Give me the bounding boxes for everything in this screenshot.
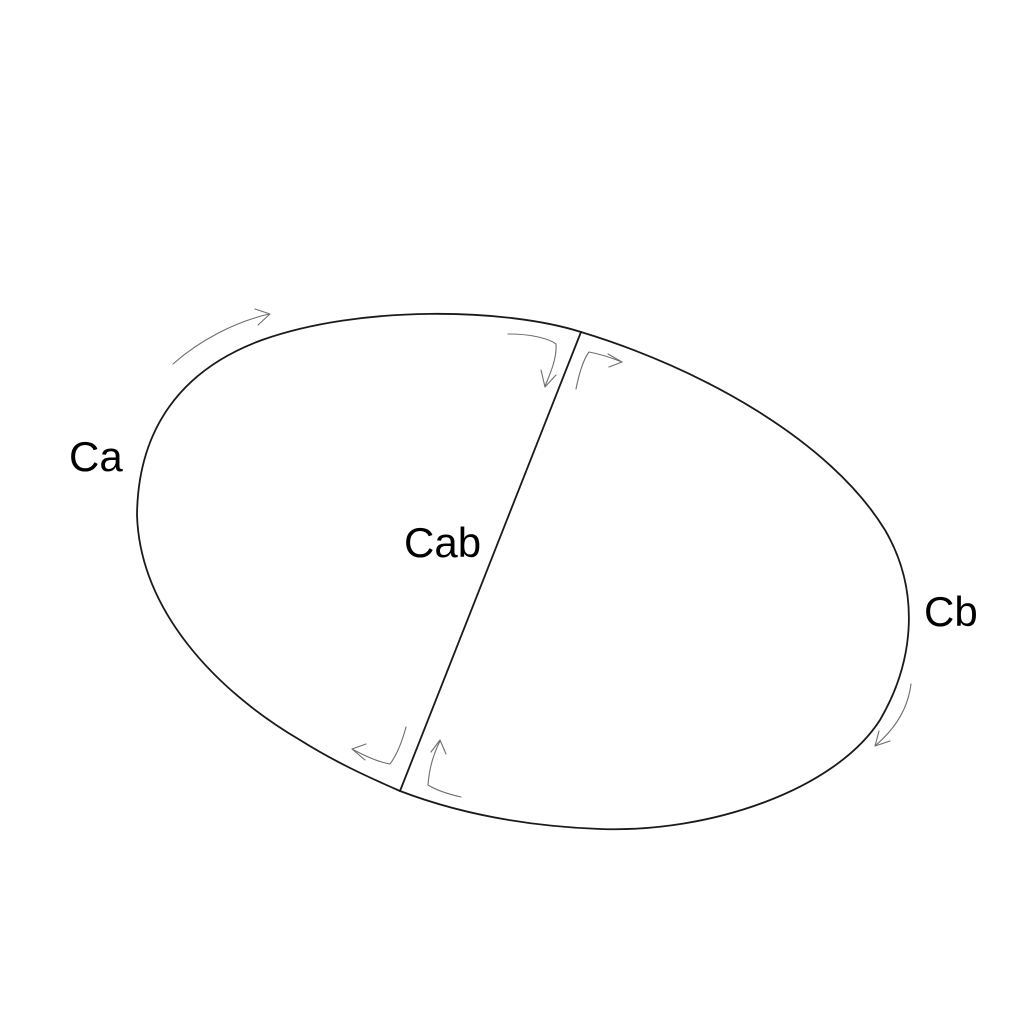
arrow-bottom-junction-a-icon bbox=[351, 726, 407, 765]
curve-cb bbox=[399, 331, 910, 831]
arrow-bottom-junction-b-icon bbox=[427, 739, 462, 798]
curve-cab bbox=[399, 331, 582, 792]
arrow-top-left-icon bbox=[172, 308, 271, 365]
arrow-top-junction-b-icon bbox=[575, 351, 623, 390]
label-ca: Ca bbox=[69, 433, 123, 480]
label-cb: Cb bbox=[924, 588, 978, 635]
label-cab: Cab bbox=[404, 519, 481, 566]
arrow-right-icon bbox=[874, 683, 912, 747]
curve-ca bbox=[136, 312, 582, 792]
arrow-top-junction-a-icon bbox=[507, 333, 557, 388]
